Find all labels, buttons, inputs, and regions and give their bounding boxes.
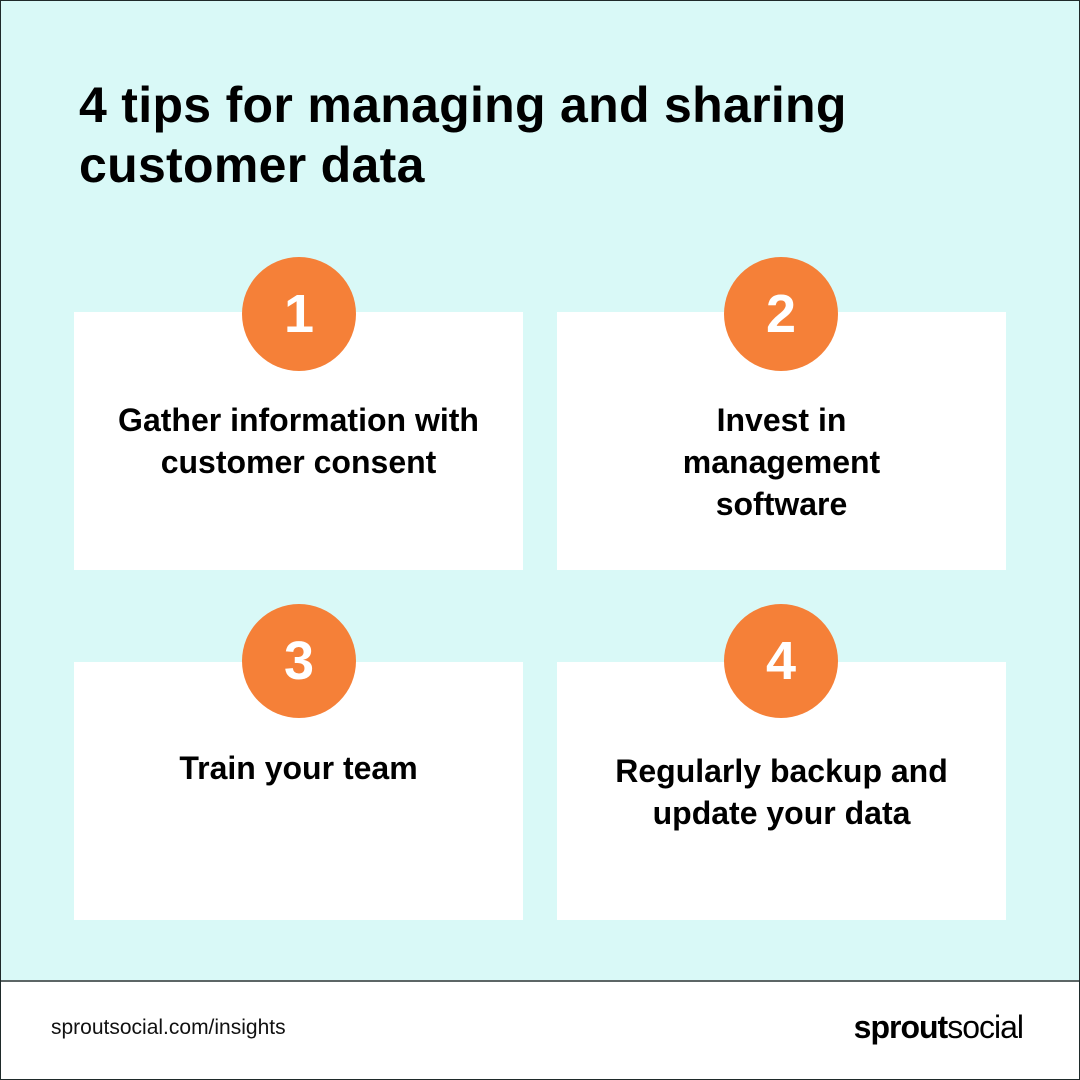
tip-text: Regularly backup and update your data <box>615 753 948 831</box>
tip-number-badge: 1 <box>242 257 356 371</box>
logo-light-text: social <box>947 1009 1024 1045</box>
tip-number-badge: 3 <box>242 604 356 718</box>
tip-number-badge: 2 <box>724 257 838 371</box>
tip-text: Train your team <box>179 750 418 786</box>
tip-number-badge: 4 <box>724 604 838 718</box>
tip-card-3: Train your team <box>74 662 523 920</box>
content-area: 4 tips for managing and sharing customer… <box>1 1 1079 982</box>
tip-text: Invest in management software <box>682 402 881 522</box>
logo-bold-text: sprout <box>853 1009 949 1045</box>
tip-text: Gather information with customer consent <box>118 402 479 480</box>
sproutsocial-logo: sproutsocial <box>853 1009 1024 1046</box>
footer-url: sproutsocial.com/insights <box>51 1016 286 1039</box>
page-title: 4 tips for managing and sharing customer… <box>79 77 847 193</box>
